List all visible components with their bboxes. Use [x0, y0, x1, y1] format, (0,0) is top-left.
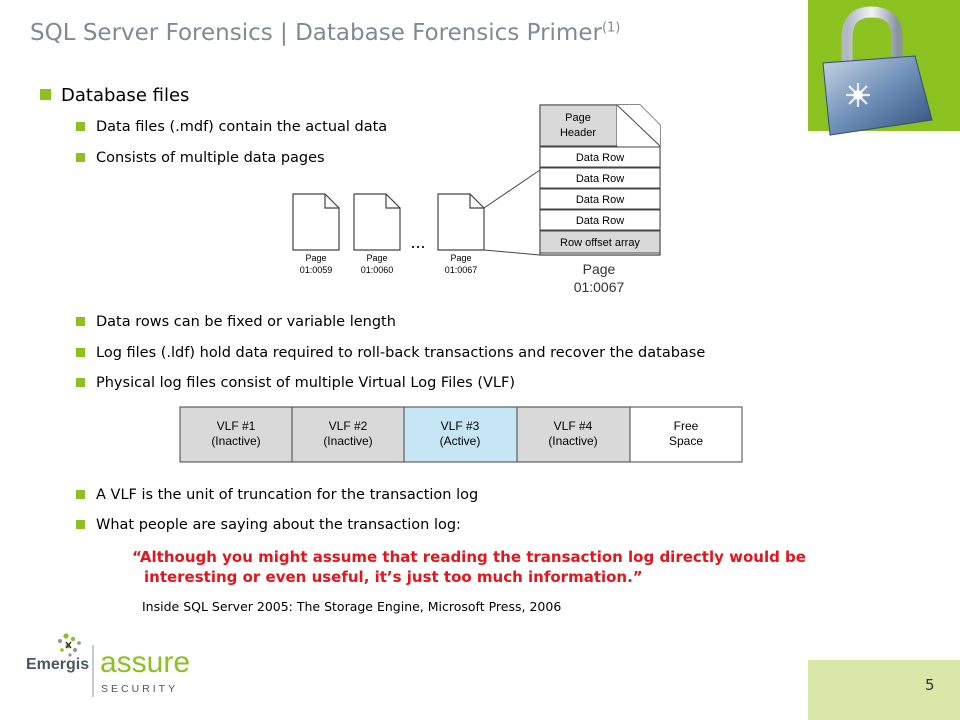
vlf-cell-line-1: VLF #1	[217, 419, 256, 433]
logo-tagline: SECURITY	[101, 683, 178, 695]
bullet-text: Consists of multiple data pages	[96, 150, 325, 166]
bullet-marker	[76, 316, 85, 326]
footer-accent-block	[808, 660, 960, 720]
page-icon	[353, 193, 401, 251]
bullet-text: Data files (.mdf) contain the actual dat…	[96, 119, 388, 135]
vlf-cell	[516, 406, 631, 463]
slide-title-superscript: (1)	[601, 20, 621, 36]
bullet-marker	[76, 347, 85, 357]
bullet-text: Log files (.ldf) hold data required to r…	[96, 345, 706, 361]
data-row-label: Data Row	[576, 194, 624, 206]
page-icon-label: Page	[450, 253, 471, 263]
slide-title-text: SQL Server Forensics | Database Forensic…	[30, 20, 602, 46]
quote-line-1: “Although you might assume that reading …	[132, 548, 806, 566]
vlf-cell-line-2: (Inactive)	[323, 434, 372, 448]
vlf-cell	[291, 406, 405, 463]
bullet-log-files: Log files (.ldf) hold data required to r…	[76, 345, 705, 361]
data-row-box	[539, 209, 661, 231]
vlf-cell-line-1: VLF #3	[441, 419, 480, 433]
bullet-text: Database files	[61, 85, 190, 106]
page-number: 5	[925, 676, 935, 694]
page-detail-label: Page	[583, 261, 616, 277]
page-header-box	[539, 104, 618, 147]
vlf-cell-line-2: (Inactive)	[211, 434, 260, 448]
bullet-data-rows: Data rows can be fixed or variable lengt…	[76, 314, 396, 330]
quote-citation: Inside SQL Server 2005: The Storage Engi…	[142, 599, 562, 614]
data-row-box	[539, 167, 661, 189]
connector-line	[483, 249, 541, 256]
page-icon-id: 01:0060	[361, 265, 394, 275]
row-offset-array-box	[539, 230, 661, 254]
data-row-box	[539, 146, 661, 168]
bullet-database-files: Database files	[40, 85, 189, 106]
vlf-cell-line-1: VLF #4	[554, 419, 593, 433]
bullet-text: A VLF is the unit of truncation for the …	[96, 487, 479, 503]
bullet-marker	[40, 89, 51, 100]
data-row-label: Data Row	[576, 173, 624, 185]
data-row-label: Data Row	[576, 152, 624, 164]
page-icon-label: Page	[366, 253, 387, 263]
vlf-cell-line-2: (Active)	[440, 434, 481, 448]
bullet-text: Physical log files consist of multiple V…	[96, 375, 515, 391]
vlf-cell-line-1: VLF #2	[329, 419, 368, 433]
vlf-cell-free	[629, 406, 743, 463]
page-icon	[437, 193, 485, 251]
data-row-label: Data Row	[576, 215, 624, 227]
bullet-text: What people are saying about the transac…	[96, 517, 461, 533]
slide-title: SQL Server Forensics | Database Forensic…	[30, 20, 620, 46]
page-icon-id: 01:0067	[445, 265, 478, 275]
bullet-marker	[76, 121, 85, 131]
bullet-data-files: Data files (.mdf) contain the actual dat…	[76, 119, 387, 135]
logo-brand: Emergis	[26, 656, 89, 673]
page-header-line-2: Header	[560, 127, 596, 139]
vlf-cell	[179, 406, 293, 463]
connector-line	[483, 169, 541, 209]
data-row-box	[539, 188, 661, 210]
page-header-line-1: Page	[565, 112, 591, 124]
bullet-physical-log: Physical log files consist of multiple V…	[76, 375, 515, 391]
page-icon	[292, 193, 340, 251]
bullet-vlf-truncation: A VLF is the unit of truncation for the …	[76, 487, 478, 503]
quote-block: “Although you might assume that reading …	[132, 547, 822, 587]
bullet-data-pages: Consists of multiple data pages	[76, 150, 325, 166]
page-ellipsis: ...	[410, 232, 425, 252]
vlf-cell-line-2: (Inactive)	[548, 434, 597, 448]
row-offset-array-label: Row offset array	[560, 237, 640, 249]
bullet-marker	[76, 152, 85, 162]
bullet-text: Data rows can be fixed or variable lengt…	[96, 314, 396, 330]
quote-line-2: interesting or even useful, it’s just to…	[144, 568, 643, 586]
bullet-marker	[76, 377, 85, 387]
bullet-marker	[76, 519, 85, 529]
vlf-cell-line-2: Space	[669, 434, 703, 448]
page-icon-label: Page	[305, 253, 326, 263]
page-icon-id: 01:0059	[300, 265, 333, 275]
logo-product: assure	[100, 646, 190, 679]
bullet-what-people-say: What people are saying about the transac…	[76, 517, 461, 533]
logo-dots-icon	[58, 633, 81, 657]
vlf-cell-line-1: Free	[674, 419, 699, 433]
page-detail-id: 01:0067	[574, 279, 625, 295]
bullet-marker	[76, 489, 85, 499]
